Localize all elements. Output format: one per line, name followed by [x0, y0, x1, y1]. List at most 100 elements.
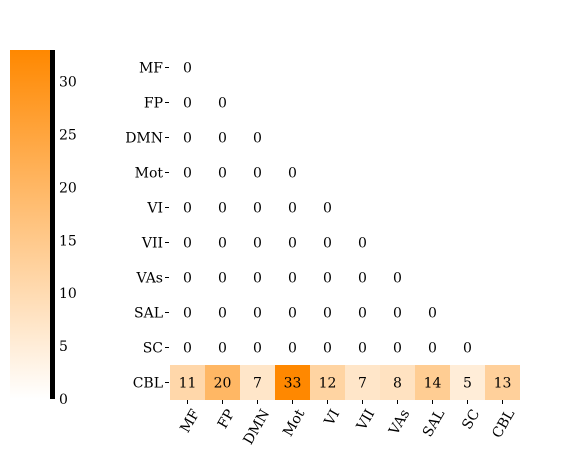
row-tick-label: FP: [144, 96, 163, 112]
heatmap-cell: [170, 120, 205, 155]
heatmap-cell: [205, 260, 240, 295]
cell-value-label: 33: [284, 376, 302, 392]
cell-value-label: 0: [218, 341, 227, 357]
cell-value-label: 0: [218, 271, 227, 287]
cell-value-label: 0: [323, 201, 332, 217]
colorbar-tick-label: 20: [59, 180, 77, 196]
cell-value-label: 0: [253, 306, 262, 322]
cell-value-label: 0: [183, 306, 192, 322]
cell-value-label: 0: [183, 166, 192, 182]
heatmap-cell: [240, 260, 275, 295]
heatmap-cell: [310, 330, 345, 365]
cell-value-label: 0: [463, 341, 472, 357]
cell-value-label: 0: [183, 341, 192, 357]
column-tick-label: CBL: [489, 407, 518, 441]
column-tick-label: SAL: [420, 407, 448, 440]
heatmap-cell: [170, 260, 205, 295]
heatmap-cell: [310, 260, 345, 295]
heatmap-cell: [275, 330, 310, 365]
cell-value-label: 0: [253, 201, 262, 217]
heatmap-cell: [205, 85, 240, 120]
cell-value-label: 0: [183, 271, 192, 287]
cell-value-label: 11: [179, 376, 197, 392]
cell-value-label: 12: [319, 376, 337, 392]
heatmap-cell: [170, 295, 205, 330]
cell-value-label: 0: [183, 96, 192, 112]
heatmap-cell: [170, 330, 205, 365]
heatmap-cell: [380, 365, 415, 400]
cell-value-label: 0: [183, 201, 192, 217]
cell-value-label: 7: [253, 376, 262, 392]
colorbar-gradient: [10, 50, 50, 399]
column-tick-label: FP: [215, 407, 238, 432]
cell-value-label: 0: [218, 166, 227, 182]
heatmap-cell: [205, 225, 240, 260]
heatmap-cell: [240, 330, 275, 365]
colorbar-tick-label: 10: [59, 286, 77, 302]
colorbar-axis-line: [50, 50, 55, 399]
cell-value-label: 0: [323, 271, 332, 287]
row-tick-label: CBL: [133, 376, 163, 392]
heatmap-cell: [240, 190, 275, 225]
column-tick-label: VAs: [386, 407, 414, 439]
cell-value-label: 20: [214, 376, 232, 392]
heatmap-cell: [380, 260, 415, 295]
colorbar-tick-label: 15: [59, 233, 77, 249]
cell-value-label: 7: [358, 376, 367, 392]
heatmap-cell: [415, 295, 450, 330]
heatmap-cell: [310, 295, 345, 330]
cell-value-label: 13: [494, 376, 512, 392]
cell-value-label: 0: [288, 341, 297, 357]
cell-value-label: 0: [253, 271, 262, 287]
row-tick-label: DMN: [125, 131, 163, 147]
cell-value-label: 0: [183, 131, 192, 147]
row-tick-label: VI: [146, 201, 163, 217]
row-tick-label: Mot: [135, 166, 164, 182]
cell-value-label: 0: [183, 61, 192, 77]
cell-value-label: 0: [288, 306, 297, 322]
heatmap-cell: [345, 330, 380, 365]
cell-value-label: 0: [393, 341, 402, 357]
cell-value-label: 0: [253, 341, 262, 357]
heatmap-cell: [345, 260, 380, 295]
heatmap-cell: [170, 50, 205, 85]
heatmap-cell: [205, 155, 240, 190]
heatmap-cell: [310, 190, 345, 225]
cell-value-label: 0: [393, 306, 402, 322]
column-tick-label: DMN: [241, 407, 274, 448]
row-tick-label: MF: [139, 61, 163, 77]
heatmap-cell: [275, 295, 310, 330]
cell-value-label: 0: [253, 236, 262, 252]
cell-value-label: 0: [288, 271, 297, 287]
cell-value-label: 0: [253, 131, 262, 147]
cell-value-label: 0: [288, 166, 297, 182]
heatmap-cell: [275, 225, 310, 260]
cell-value-label: 0: [218, 131, 227, 147]
cell-value-label: 0: [393, 271, 402, 287]
column-tick-label: SC: [459, 407, 483, 433]
heatmap-cell: [485, 365, 520, 400]
heatmap-cell: [415, 330, 450, 365]
heatmap-cell: [275, 190, 310, 225]
colorbar-tick-label: 5: [59, 339, 68, 355]
column-tick-label: Mot: [280, 406, 308, 439]
heatmap-cell: [205, 190, 240, 225]
heatmap-cell: [345, 225, 380, 260]
heatmap-cell: [170, 155, 205, 190]
row-tick-label: SAL: [134, 306, 163, 322]
heatmap-cell: [240, 365, 275, 400]
heatmap-cell: [275, 155, 310, 190]
cell-value-label: 0: [218, 236, 227, 252]
cell-value-label: 0: [428, 306, 437, 322]
cell-value-label: 0: [253, 166, 262, 182]
colorbar-tick-label: 25: [59, 128, 77, 144]
cell-value-label: 14: [424, 376, 442, 392]
heatmap-cell: [240, 295, 275, 330]
heatmap-cell: [240, 155, 275, 190]
heatmap-cell: [205, 120, 240, 155]
cell-value-label: 0: [358, 341, 367, 357]
cell-value-label: 0: [358, 236, 367, 252]
heatmap-cell: [310, 365, 345, 400]
heatmap-cell: [240, 120, 275, 155]
